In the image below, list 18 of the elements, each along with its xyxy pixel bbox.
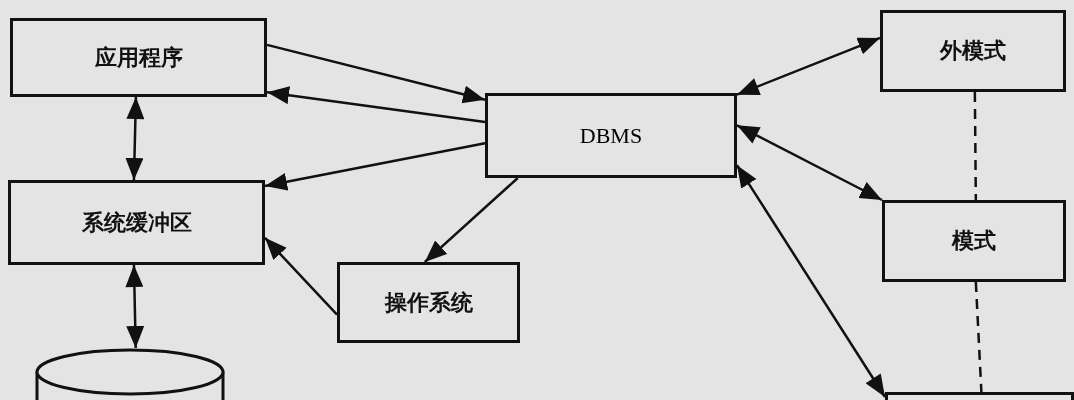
arrow <box>125 96 145 181</box>
arrow <box>424 177 519 263</box>
dashed-line <box>974 281 983 393</box>
arrow <box>736 36 881 96</box>
arrow <box>266 86 486 124</box>
arrow <box>266 43 486 104</box>
arrow <box>125 264 145 349</box>
process-box: 系统缓冲区 <box>8 180 265 265</box>
arrow <box>264 236 338 316</box>
process-box: 模式 <box>882 200 1066 282</box>
process-box: DBMS <box>485 93 737 178</box>
arrow <box>736 124 883 202</box>
process-box: 外模式 <box>880 10 1066 92</box>
arrow <box>264 141 486 191</box>
process-box: 应用程序 <box>10 18 267 97</box>
arrow <box>735 164 887 398</box>
process-box: 操作系统 <box>337 262 520 343</box>
dashed-line <box>973 92 978 200</box>
